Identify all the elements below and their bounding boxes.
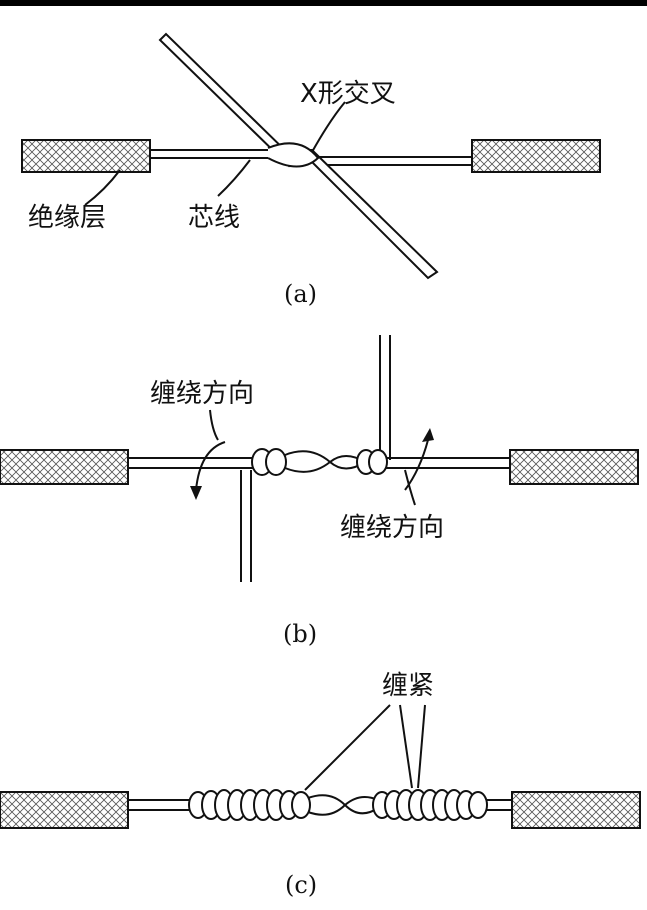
insulation-right — [511, 791, 641, 829]
caption-a: (a) — [284, 280, 317, 308]
label-tighten: 缠紧 — [382, 671, 434, 701]
label-wrap-direction-right: 缠绕方向 — [340, 513, 444, 543]
twisted-section — [307, 794, 379, 816]
wrap-direction-arrow-left — [190, 441, 226, 500]
leader-core — [217, 159, 251, 197]
leader-wrap-left — [209, 409, 219, 441]
core-wire-horizontal — [150, 149, 472, 166]
leader-insulation — [84, 169, 121, 206]
bent-wire-down — [240, 470, 252, 582]
panel-a: X形交叉 绝缘层 芯线 (a) — [21, 32, 601, 308]
label-wrap-direction-left: 缠绕方向 — [150, 379, 254, 409]
label-core-wire: 芯线 — [188, 203, 240, 233]
twisted-section — [251, 448, 388, 476]
panel-b: 缠绕方向 缠绕方向 (b) — [0, 335, 639, 648]
insulation-left — [0, 791, 129, 829]
tight-coil-left — [188, 789, 311, 821]
insulation-left — [21, 139, 151, 173]
label-insulation: 绝缘层 — [28, 203, 106, 233]
bent-wire-up — [379, 335, 391, 460]
core-wire-diagonal — [158, 32, 439, 280]
caption-b: (b) — [283, 620, 317, 648]
label-x-cross: X形交叉 — [300, 79, 396, 109]
top-border — [0, 0, 647, 6]
core-wire-horizontal — [128, 457, 510, 469]
leader-wrap-right — [404, 469, 416, 506]
panel-c: 缠紧 (c) — [0, 671, 641, 899]
caption-c: (c) — [285, 871, 317, 899]
tight-coil-right — [372, 789, 488, 821]
leader-tighten — [304, 704, 426, 791]
insulation-left — [0, 449, 129, 485]
insulation-right — [509, 449, 639, 485]
leader-cross — [311, 101, 346, 153]
insulation-right — [471, 139, 601, 173]
x-cross-point — [267, 142, 320, 168]
wrap-direction-arrow-right — [404, 428, 434, 491]
core-wire-horizontal — [128, 799, 512, 811]
